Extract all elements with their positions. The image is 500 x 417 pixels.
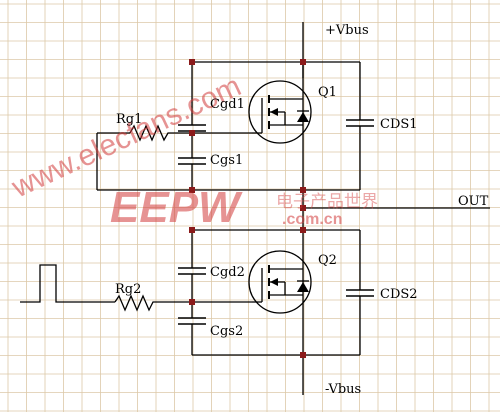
labels: +Vbus -Vbus OUT Q1 Q2 Rg1 Rg2 Cgd1 Cgs1 … xyxy=(115,23,489,397)
node-low-top-mid xyxy=(300,227,306,233)
node-mid-center xyxy=(300,187,306,193)
node-top-left xyxy=(189,59,195,65)
label-cds1: CDS1 xyxy=(380,117,418,132)
capacitor-cds2 xyxy=(346,289,374,297)
node-gate2 xyxy=(189,299,195,305)
node-gate1 xyxy=(189,130,195,136)
label-q2: Q2 xyxy=(318,253,337,268)
mosfet-q1 xyxy=(248,80,312,144)
node-out xyxy=(300,205,306,211)
junction-nodes xyxy=(189,59,306,358)
watermark-logo-cn: 电子产品世界 xyxy=(276,192,378,211)
label-cds2: CDS2 xyxy=(380,287,418,302)
label-cgd1: Cgd1 xyxy=(210,97,245,112)
capacitor-cgd2 xyxy=(178,267,206,275)
node-top-mid xyxy=(300,59,306,65)
label-out: OUT xyxy=(458,194,489,209)
label-q1: Q1 xyxy=(318,85,337,100)
capacitor-cgs1 xyxy=(178,157,206,165)
label-rg1: Rg1 xyxy=(116,112,142,127)
resistor-rg1 xyxy=(129,124,172,142)
label-vbus-neg: -Vbus xyxy=(325,382,361,397)
resistor-rg2 xyxy=(114,294,157,312)
wires xyxy=(20,22,490,395)
input-pulse-waveform xyxy=(20,264,78,303)
watermark-logo-domain: .com.cn xyxy=(282,211,342,228)
capacitor-cds1 xyxy=(346,119,374,127)
mosfet-q2-body xyxy=(248,250,312,314)
watermark-logo: EEPW xyxy=(110,183,243,232)
label-cgs1: Cgs1 xyxy=(210,153,243,168)
label-cgd2: Cgd2 xyxy=(210,265,245,280)
body-diode-q1 xyxy=(297,112,309,122)
body-diode-q2 xyxy=(297,282,309,292)
label-cgs2: Cgs2 xyxy=(210,324,243,339)
mosfet-q2 xyxy=(248,250,312,314)
mosfet-q1-body xyxy=(248,80,312,144)
node-low-top-left xyxy=(189,227,195,233)
capacitor-cgs2 xyxy=(178,317,206,325)
node-bottom-mid xyxy=(300,352,306,358)
node-mid-left xyxy=(189,187,195,193)
label-vbus-pos: +Vbus xyxy=(325,23,369,38)
label-rg2: Rg2 xyxy=(115,282,141,297)
